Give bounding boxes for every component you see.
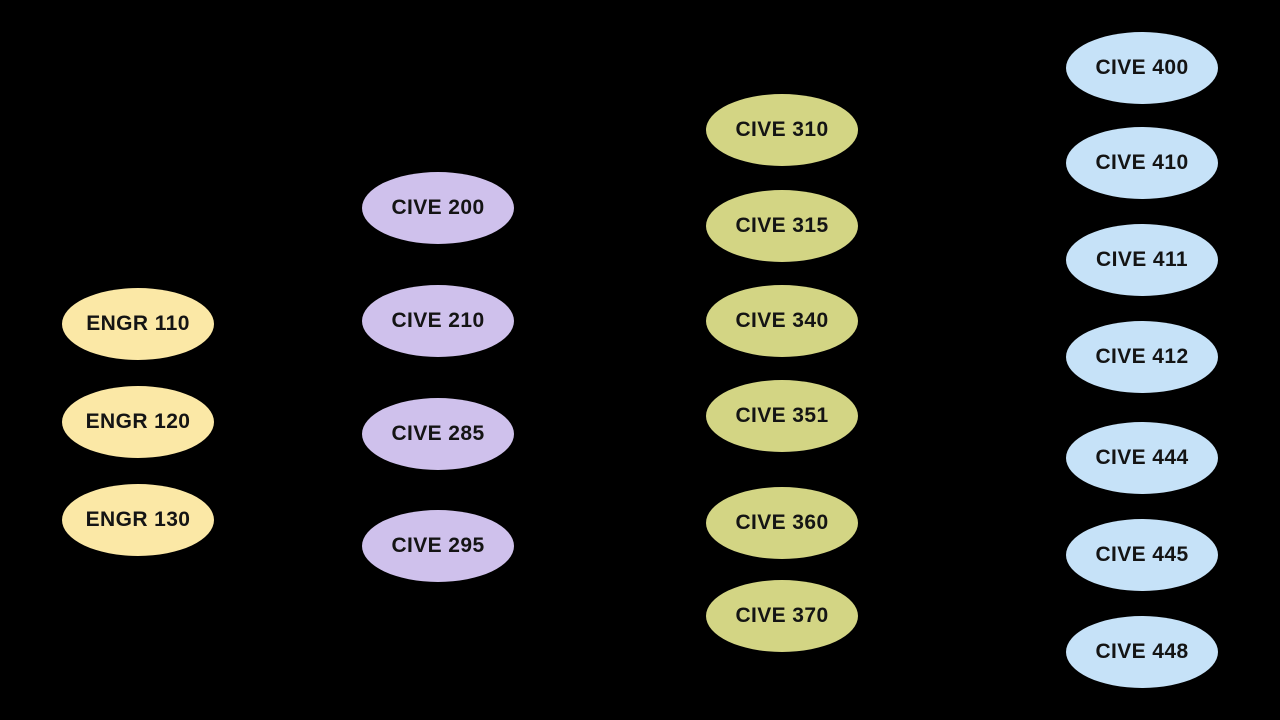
course-node: ENGR 120 [62,386,214,458]
course-node: CIVE 444 [1066,422,1218,494]
course-node: CIVE 295 [362,510,514,582]
course-node: ENGR 110 [62,288,214,360]
course-label: CIVE 412 [1095,345,1189,368]
course-label: CIVE 448 [1095,640,1189,663]
course-node: CIVE 370 [706,580,858,652]
course-node: CIVE 410 [1066,127,1218,199]
course-label: CIVE 370 [735,604,829,627]
course-label: ENGR 110 [86,312,190,335]
course-node: CIVE 360 [706,487,858,559]
course-label: CIVE 351 [735,404,829,427]
course-label: CIVE 444 [1095,446,1189,469]
course-label: CIVE 340 [735,309,829,332]
course-node: CIVE 315 [706,190,858,262]
course-node: CIVE 445 [1066,519,1218,591]
course-node: CIVE 200 [362,172,514,244]
course-node: CIVE 351 [706,380,858,452]
course-node: ENGR 130 [62,484,214,556]
course-label: CIVE 200 [391,196,485,219]
course-node: CIVE 412 [1066,321,1218,393]
course-node: CIVE 310 [706,94,858,166]
course-label: ENGR 120 [85,410,191,433]
course-node: CIVE 400 [1066,32,1218,104]
course-label: CIVE 285 [391,422,485,445]
course-label: CIVE 360 [735,511,829,534]
course-label: CIVE 295 [391,534,485,557]
course-node: CIVE 448 [1066,616,1218,688]
course-node: CIVE 285 [362,398,514,470]
course-label: CIVE 310 [735,118,829,141]
course-label: CIVE 411 [1096,248,1188,271]
course-node: CIVE 340 [706,285,858,357]
course-label: ENGR 130 [85,508,191,531]
course-node: CIVE 411 [1066,224,1218,296]
course-label: CIVE 315 [735,214,829,237]
course-label: CIVE 210 [391,309,485,332]
course-label: CIVE 400 [1095,56,1189,79]
course-node: CIVE 210 [362,285,514,357]
course-label: CIVE 445 [1095,543,1189,566]
course-label: CIVE 410 [1095,151,1189,174]
